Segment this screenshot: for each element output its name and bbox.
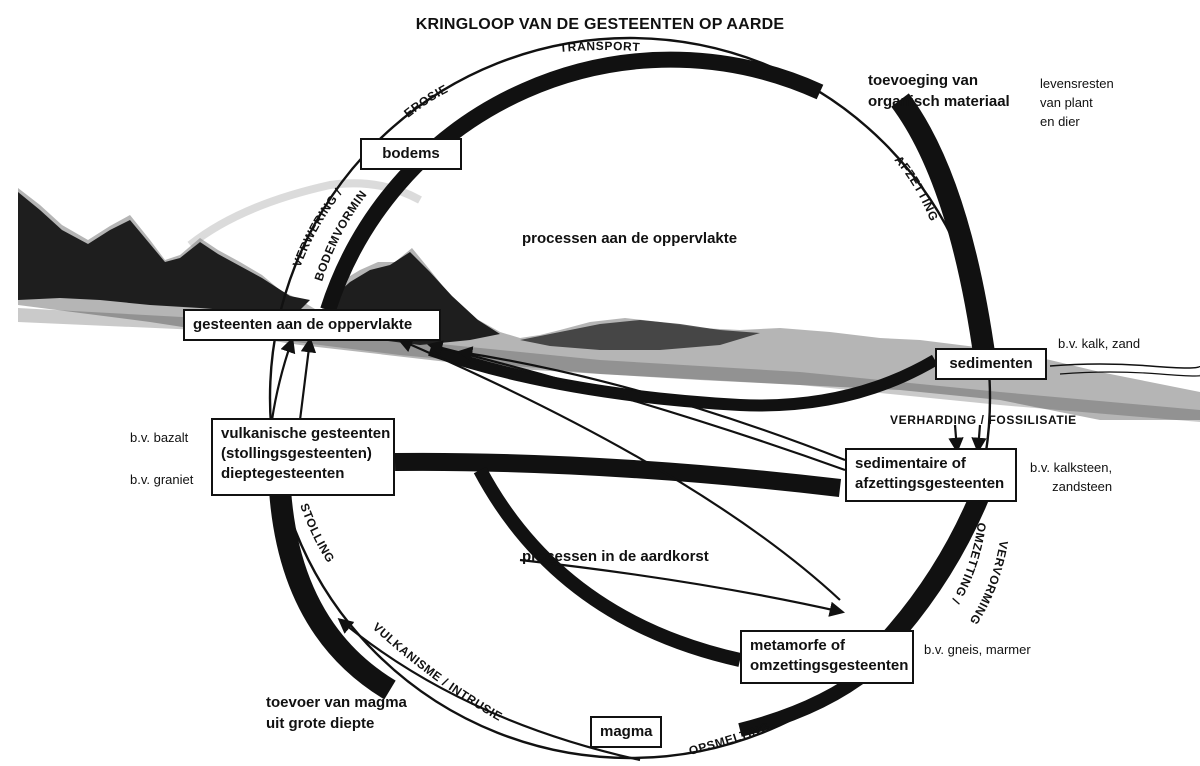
box-surface-rocks-label: gesteenten aan de oppervlakte: [193, 316, 413, 333]
box-metamorphic-line2: omzettingsgesteenten: [750, 657, 909, 674]
box-sedimentary-line1: sedimentaire of: [855, 455, 966, 472]
diagram-title: KRINGLOOP VAN DE GESTEENTEN OP AARDE: [415, 16, 785, 33]
box-metamorphic-line1: metamorfe of: [750, 637, 846, 654]
note-kalksteen-line1: b.v. kalksteen,: [1030, 460, 1113, 475]
note-magma-supply-line2: uit grote diepte: [266, 715, 375, 732]
label-transport: TRANSPORT: [559, 39, 641, 55]
note-organic-line2: organisch materiaal: [868, 93, 1010, 110]
note-kalksteen-line2: zandsteen: [1052, 479, 1113, 494]
label-verharding: VERHARDING / FOSSILISATIE: [890, 413, 1077, 427]
box-surface-rocks: gesteenten aan de oppervlakte: [183, 309, 441, 341]
note-kalk-zand: b.v. kalk, zand: [1058, 336, 1141, 351]
note-graniet: b.v. graniet: [130, 472, 194, 487]
note-organic-line1: toevoeging van: [868, 72, 979, 89]
label-opsmelting: OPSMELTING: [687, 719, 771, 758]
cycle-arrows: [270, 336, 987, 762]
note-bazalt: b.v. bazalt: [130, 430, 189, 445]
note-organic-remains: levensresten van plant en dier: [1040, 74, 1114, 131]
note-remains-line2: van plant: [1040, 95, 1093, 110]
note-magma-supply-line1: toevoer van magma: [266, 694, 407, 711]
label-crust-processes: processen in de aardkorst: [522, 548, 709, 565]
box-volcanic-line1: vulkanische gesteenten: [221, 425, 391, 442]
note-kalksteen: b.v. kalksteen, zandsteen: [1030, 458, 1112, 496]
box-bodems-label: bodems: [382, 145, 440, 162]
box-volcanic-line2: (stollingsgesteenten): [221, 445, 372, 462]
box-volcanic-line3: dieptegesteenten: [221, 465, 345, 482]
box-metamorphic-rocks: metamorfe of omzettingsgesteenten: [740, 630, 914, 684]
box-magma-label: magma: [600, 723, 653, 740]
box-sedimentary-rocks: sedimentaire of afzettingsgesteenten: [845, 448, 1017, 502]
box-volcanic-rocks: vulkanische gesteenten (stollingsgesteen…: [211, 418, 395, 496]
box-bodems: bodems: [360, 138, 462, 170]
label-surface-processes: processen aan de oppervlakte: [522, 230, 738, 247]
note-organic-material: toevoeging van organisch materiaal: [868, 70, 1010, 112]
box-sedimentary-line2: afzettingsgesteenten: [855, 475, 1005, 492]
note-remains-line3: en dier: [1040, 114, 1080, 129]
box-sediments: sedimenten: [935, 348, 1047, 380]
note-magma-supply: toevoer van magma uit grote diepte: [266, 692, 407, 734]
box-magma: magma: [590, 716, 662, 748]
label-erosie: EROSIE: [401, 82, 450, 121]
label-stolling: STOLLING: [297, 501, 337, 565]
note-remains-line1: levensresten: [1040, 76, 1114, 91]
note-gneis: b.v. gneis, marmer: [924, 642, 1031, 657]
box-sediments-label: sedimenten: [949, 355, 1033, 372]
